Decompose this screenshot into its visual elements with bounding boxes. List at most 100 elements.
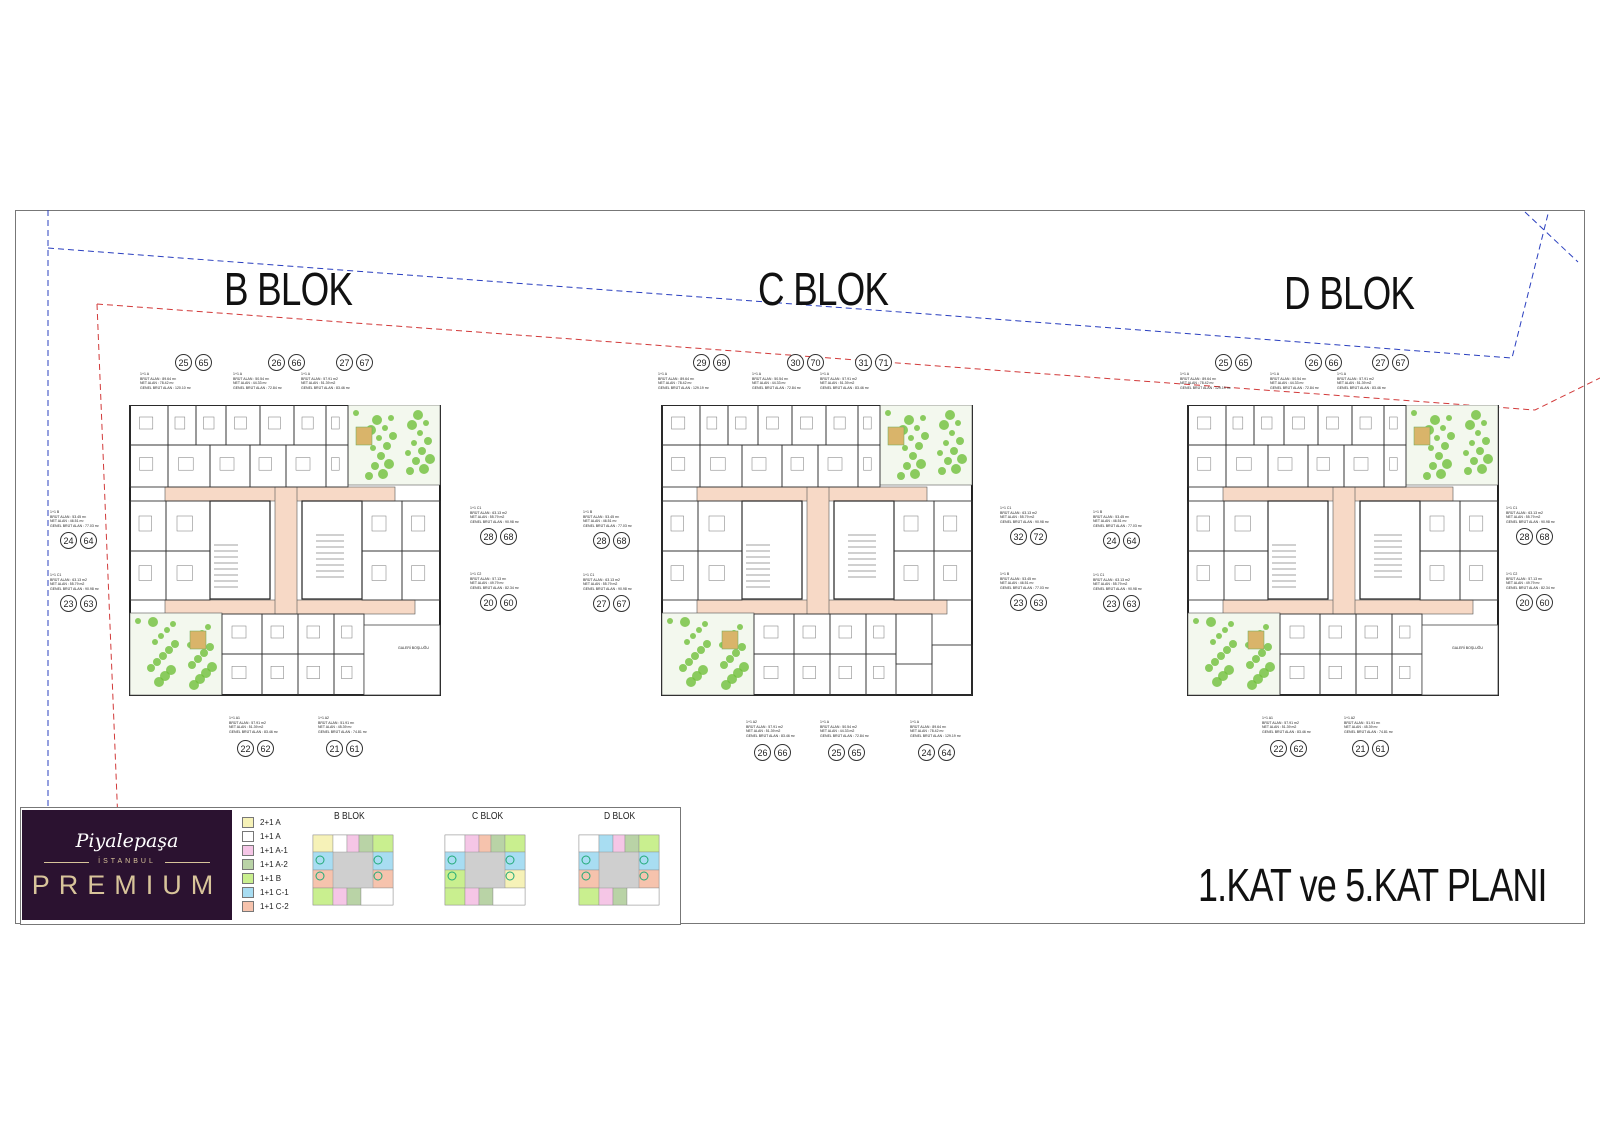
shrub (908, 435, 914, 441)
room (325, 444, 349, 488)
apartment-number: 65 (848, 744, 865, 761)
floor-plan-c (661, 405, 973, 696)
unit-area-label: 1+1 A BRÜT ALAN : 57.91 m2 NET ALAN : 51… (820, 372, 869, 390)
furniture (763, 666, 779, 679)
furniture (270, 666, 284, 679)
apartment-number: 20 (1516, 594, 1533, 611)
mini-unit (598, 834, 614, 853)
shrub (702, 621, 708, 627)
deck (1413, 426, 1431, 446)
furniture (1353, 457, 1369, 471)
room (931, 644, 973, 696)
apartment-number: 61 (1372, 740, 1389, 757)
shrub (1212, 677, 1222, 687)
shrub (200, 649, 208, 657)
mini-unit (372, 851, 394, 871)
shrub (1434, 435, 1440, 441)
legend-swatch (242, 900, 254, 912)
unit-area-label: 1+1 A2 BRÜT ALAN : 51.91 m² NET ALAN : 4… (1344, 716, 1393, 734)
shrub (165, 646, 173, 654)
furniture (306, 666, 320, 679)
unit-area-label: 1+1 A BRÜT ALAN : 50.54 m² NET ALAN : 44… (752, 372, 801, 390)
unit-area-label: 1+1 A BRÜT ALAN : 89.64 m² NET ALAN : 78… (910, 720, 961, 738)
furniture (1197, 416, 1212, 430)
mini-unit (598, 887, 614, 906)
apartment-number: 29 (693, 354, 710, 371)
furniture (1196, 565, 1210, 581)
shrub (921, 432, 929, 440)
furniture (411, 565, 426, 581)
apartment-number: 27 (336, 354, 353, 371)
shrub (1464, 467, 1472, 475)
mini-unit (372, 834, 394, 853)
legend-label: 1+1 C-1 (260, 887, 289, 897)
mini-plan-d (578, 834, 660, 906)
shrub (943, 440, 949, 446)
furniture (873, 625, 885, 639)
shrub (135, 618, 141, 624)
mini-unit (578, 887, 600, 906)
brand-city: İSTANBUL (98, 858, 156, 865)
mini-marker (315, 871, 325, 881)
deck (189, 630, 207, 650)
shrub (1223, 646, 1231, 654)
shrub (1193, 618, 1199, 624)
shrub (945, 410, 955, 420)
furniture (766, 416, 779, 430)
shrub (1411, 410, 1417, 416)
furniture (1316, 457, 1330, 471)
furniture (1399, 666, 1411, 679)
gallery-label: GALERİ BOŞLUĞU (1452, 646, 1483, 650)
unit-area-label: 1+1 A BRÜT ALAN : 50.54 m² NET ALAN : 44… (1270, 372, 1319, 390)
furniture (735, 416, 747, 430)
apartment-number: 62 (1290, 740, 1307, 757)
apartment-number: 26 (268, 354, 285, 371)
core-left (741, 500, 803, 600)
apartment-number: 21 (326, 740, 343, 757)
shrub (915, 442, 923, 450)
shrub (690, 633, 696, 639)
apartment-number: 61 (346, 740, 363, 757)
furniture (802, 666, 816, 679)
furniture (258, 457, 272, 471)
furniture (139, 416, 154, 430)
furniture (1429, 565, 1445, 581)
mini-core (465, 852, 505, 888)
apartment-number: 20 (480, 594, 497, 611)
shrub (148, 617, 158, 627)
mini-title-b: B BLOK (334, 811, 365, 822)
apartment-number: 66 (1325, 354, 1342, 371)
shrub (738, 643, 746, 651)
shrub (411, 440, 417, 446)
furniture (1232, 416, 1244, 430)
furniture (873, 666, 885, 679)
apartment-number: 26 (1305, 354, 1322, 371)
shrub (424, 437, 432, 445)
mini-marker (505, 871, 515, 881)
block-title-d: D BLOK (1284, 267, 1415, 319)
shrub (153, 658, 161, 666)
apartment-number: 60 (500, 594, 517, 611)
shrub (904, 415, 914, 425)
shrub (902, 445, 908, 451)
shrub (1246, 661, 1254, 669)
brand-rule-left (44, 862, 89, 863)
shrub (1435, 452, 1443, 460)
room (865, 653, 897, 696)
shrub (147, 664, 155, 672)
room (895, 613, 933, 665)
legend-label: 1+1 B (260, 873, 282, 883)
apartment-number: 60 (1536, 594, 1553, 611)
shrub (170, 621, 176, 627)
room (697, 550, 743, 601)
apartment-number: 70 (807, 354, 824, 371)
unit-area-label: 1+1 C1 BRÜT ALAN : 63.13 m2 NET ALAN : 5… (50, 573, 99, 591)
apartment-number: 69 (713, 354, 730, 371)
furniture (838, 666, 852, 679)
furniture (1364, 666, 1378, 679)
mini-unit (312, 834, 334, 853)
